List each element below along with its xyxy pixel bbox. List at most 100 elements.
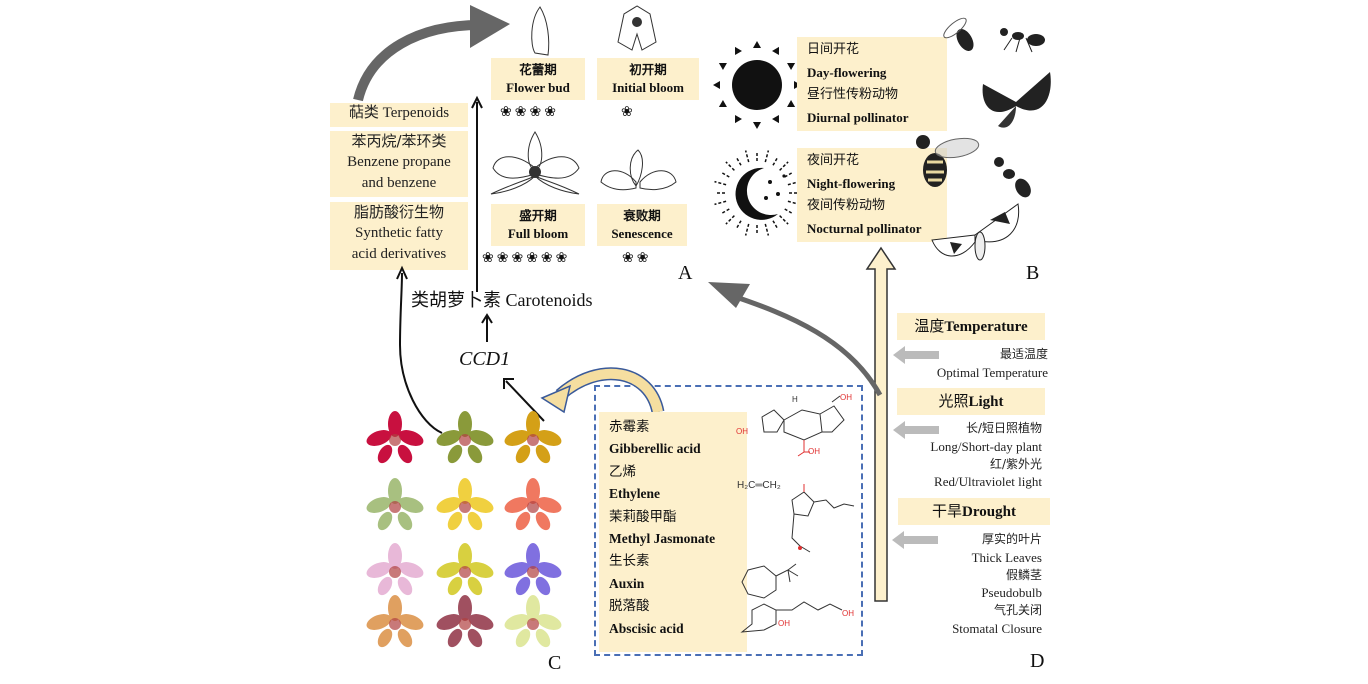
ant-icon bbox=[1000, 28, 1045, 53]
stage-flower-bud: 花蕾期 Flower bud bbox=[491, 58, 585, 100]
hormone-label-cn: 茉莉酸甲酯 bbox=[609, 508, 677, 525]
day-label-cn: 日间开花 bbox=[807, 42, 860, 57]
stage-label-en: Initial bloom bbox=[612, 80, 684, 95]
oh-label: OH bbox=[842, 609, 854, 618]
stage-initial-bloom: 初开期 Initial bloom bbox=[597, 58, 699, 100]
gibberellic-acid-structure-icon: OH OH OH H bbox=[736, 393, 852, 457]
ethylene-label: H₂C═CH₂ bbox=[737, 480, 781, 491]
hormone-label-cn: 赤霉素 bbox=[609, 419, 650, 435]
oh-label: OH bbox=[808, 447, 820, 456]
env-title-cn: 温度 bbox=[914, 317, 945, 335]
env-title-en: Drought bbox=[962, 504, 1016, 520]
compound-terpenoids: 萜类 Terpenoids bbox=[330, 103, 468, 127]
stage-label-cn: 花蕾期 bbox=[519, 62, 557, 77]
moon-ray bbox=[721, 208, 730, 214]
stage-flower-rating: ❀❀❀❀ bbox=[500, 105, 559, 120]
env-desc-line: Stomatal Closure bbox=[952, 620, 1042, 636]
compound-label-en: acid derivatives bbox=[351, 246, 447, 262]
hormone-label-en: Gibberellic acid bbox=[609, 441, 701, 457]
sun-ray bbox=[787, 100, 796, 107]
methyl-jasmonate-structure-icon bbox=[791, 484, 855, 553]
moon-ray bbox=[784, 208, 793, 214]
sun-ray bbox=[735, 115, 742, 124]
moon-ray bbox=[714, 200, 727, 206]
abscisic-acid-structure-icon: OH OH bbox=[740, 601, 854, 633]
moon-ray bbox=[744, 223, 750, 236]
sun-icon bbox=[713, 41, 801, 129]
hormone-label-en: Abscisic acid bbox=[609, 620, 684, 636]
env-desc-line: 厚实的叶片 bbox=[981, 532, 1042, 546]
env-title-en: Light bbox=[968, 394, 1004, 410]
oh-label: OH bbox=[778, 619, 790, 628]
orchid-flower-image bbox=[504, 478, 562, 531]
stage-flower-rating: ❀ bbox=[621, 105, 636, 120]
moon-ray bbox=[714, 180, 727, 186]
stage-senescence: 衰败期 Senescence bbox=[597, 204, 687, 246]
compound-benzene: 苯丙烷/苯环类 Benzene propane and benzene bbox=[330, 131, 468, 197]
pollinator-label-en: Diurnal pollinator bbox=[807, 109, 909, 125]
env-drought-title: 干旱Drought bbox=[898, 498, 1050, 525]
orchid-flower-image bbox=[366, 478, 424, 531]
night-flowering-box: 夜间开花 Night-flowering 夜间传粉动物 Nocturnal po… bbox=[797, 148, 947, 242]
moon-ray bbox=[772, 220, 778, 229]
moon-icon bbox=[714, 150, 800, 236]
environment-to-flowering-arrow bbox=[865, 246, 897, 602]
orchid-flower-image bbox=[436, 595, 494, 648]
hormone-label-cn: 乙烯 bbox=[609, 463, 636, 480]
compound-label-cn: 苯丙烷/苯环类 bbox=[351, 132, 447, 150]
moon-ray bbox=[744, 150, 750, 163]
compound-label-en: and benzene bbox=[361, 175, 437, 191]
sun-ray bbox=[772, 115, 779, 124]
sun-ray bbox=[718, 100, 727, 107]
moth-icon bbox=[931, 203, 1020, 261]
auxin-structure-icon bbox=[741, 563, 799, 599]
env-title-cn: 光照 bbox=[938, 392, 969, 410]
env-desc-line: 假鳞茎 bbox=[1005, 567, 1042, 582]
arrow-orchid-to-compounds bbox=[396, 265, 443, 434]
moon-ray bbox=[721, 172, 730, 178]
env-light-desc: 长/短日照植物 Long/Short-day plant 红/紫外光 Red/U… bbox=[880, 420, 1042, 491]
hormone-label-cn: 生长素 bbox=[609, 553, 650, 570]
stage-label-en: Flower bud bbox=[506, 80, 570, 95]
pollinator-label-cn: 昼行性传粉动物 bbox=[807, 87, 899, 102]
hormone-label-cn: 脱落酸 bbox=[609, 598, 650, 615]
day-flowering-box: 日间开花 Day-flowering 昼行性传粉动物 Diurnal polli… bbox=[797, 37, 947, 131]
env-desc-line: Thick Leaves bbox=[971, 549, 1042, 565]
compound-label: 萜类 Terpenoids bbox=[348, 105, 450, 121]
moon-ray bbox=[784, 172, 793, 178]
day-label-en: Day-flowering bbox=[807, 64, 887, 80]
oh-label: OH bbox=[840, 393, 852, 402]
moon-ray bbox=[736, 220, 742, 229]
compound-label-en: Synthetic fatty bbox=[355, 225, 443, 241]
moon-ray bbox=[725, 161, 735, 171]
stage-label-cn: 衰败期 bbox=[623, 208, 661, 223]
env-desc-line: Optimal Temperature bbox=[936, 364, 1048, 380]
pollinator-label-cn: 夜间传粉动物 bbox=[807, 198, 886, 213]
sun-ray bbox=[718, 63, 727, 70]
curved-arrow-to-stages bbox=[353, 5, 510, 102]
arrow-ccd1-to-carotenoids bbox=[481, 313, 493, 342]
bee-icon bbox=[916, 135, 980, 187]
curved-arrow-hormones-to-stages bbox=[708, 282, 883, 397]
senescence-drawing-icon bbox=[600, 149, 677, 191]
moon-ray bbox=[779, 215, 789, 225]
bud-drawing-icon bbox=[531, 6, 550, 56]
sun-ray bbox=[713, 81, 720, 89]
sun-ray bbox=[753, 41, 761, 48]
orchid-flower-image bbox=[436, 543, 494, 596]
gray-left-arrow-icon bbox=[893, 346, 939, 364]
env-desc-line: 最适温度 bbox=[999, 347, 1048, 361]
moon-ray bbox=[725, 215, 735, 225]
orchid-flower-image bbox=[504, 595, 562, 648]
compound-label-cn: 脂肪酸衍生物 bbox=[353, 203, 444, 221]
full-bloom-drawing-icon bbox=[490, 131, 580, 195]
hormones-panel bbox=[594, 385, 863, 656]
env-desc-line: 气孔关闭 bbox=[993, 603, 1042, 618]
stage-flower-rating: ❀❀ bbox=[622, 251, 652, 266]
env-desc-line: 红/紫外光 bbox=[989, 456, 1042, 471]
butterfly-icon bbox=[982, 72, 1051, 128]
env-drought-desc: 厚实的叶片 Thick Leaves 假鳞茎 Pseudobulb 气孔关闭 S… bbox=[900, 531, 1042, 638]
orchid-flower-image bbox=[504, 543, 562, 596]
carotenoids-text: 类胡萝卜素 Carotenoids bbox=[411, 290, 593, 310]
sun-ray bbox=[735, 46, 742, 55]
